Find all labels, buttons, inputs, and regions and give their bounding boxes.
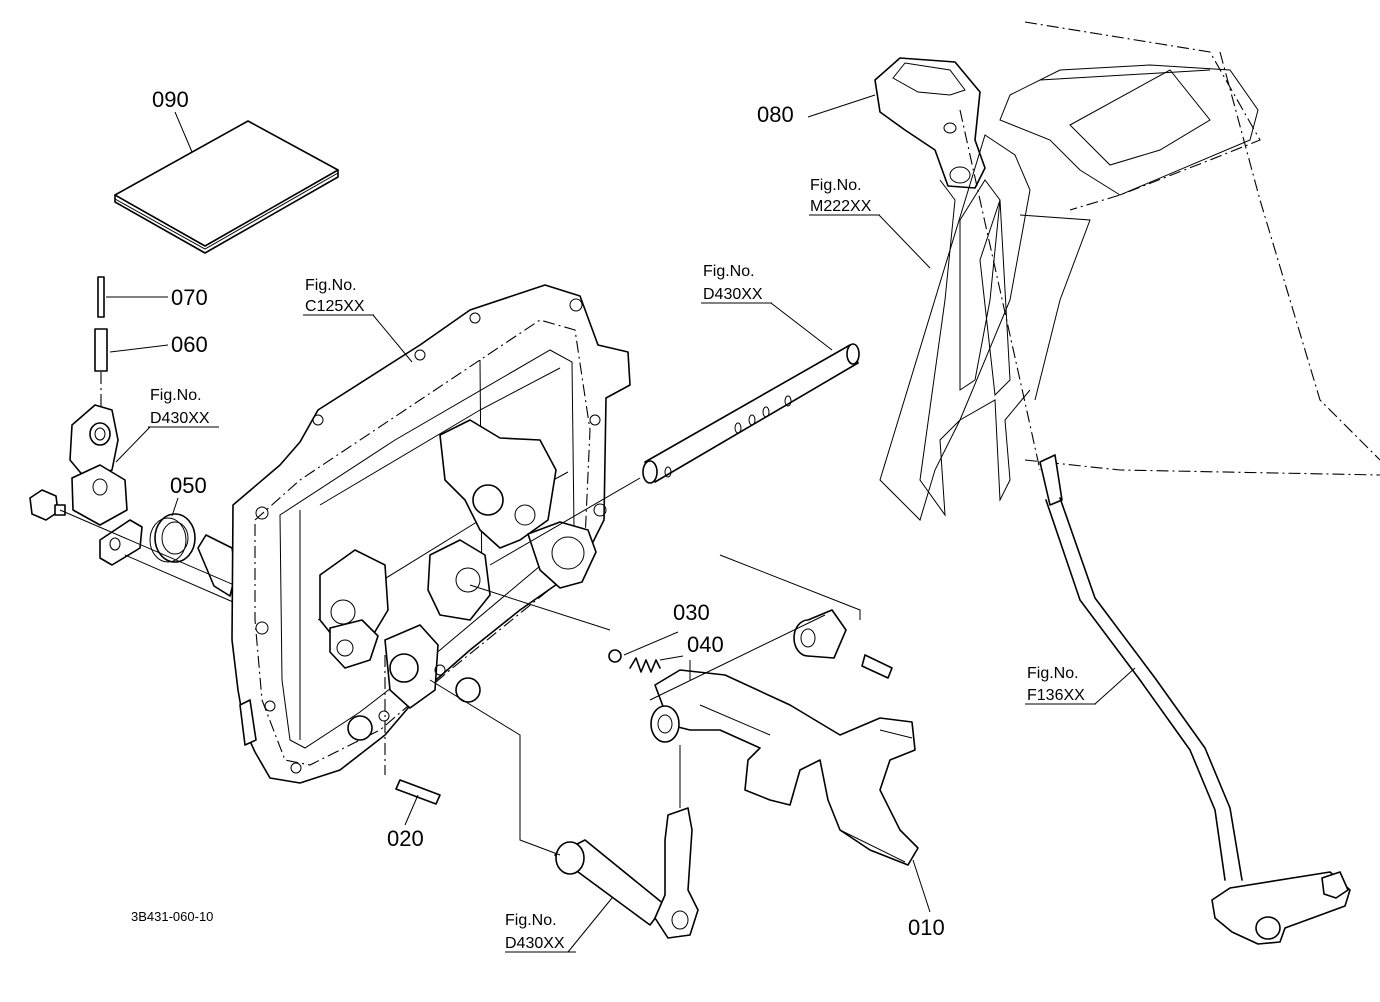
part-060-pin [94, 328, 108, 372]
part-090-manual [114, 120, 339, 254]
fig-no-text: Fig.No. [505, 912, 557, 929]
label-090: 090 [152, 87, 189, 112]
fig-ref-d430xx-upper: Fig.No. D430XX [703, 263, 763, 303]
fig-ref-m222xx: Fig.No. M222XX [810, 177, 872, 215]
fig-ref-d430xx-left: Fig.No. D430XX [150, 387, 210, 427]
part-080-knob [874, 57, 986, 189]
shift-rod-upper [642, 343, 860, 484]
label-050: 050 [170, 473, 207, 498]
fig-no-text: Fig.No. [150, 387, 202, 404]
fig-no-text: Fig.No. [1027, 665, 1079, 682]
fig-code-text: F136XX [1027, 687, 1085, 704]
leader-lines [106, 94, 1136, 953]
fig-ref-c125xx: Fig.No. C125XX [305, 277, 365, 315]
left-bolt [29, 489, 66, 521]
transmission-case [231, 284, 631, 784]
part-030-ball [608, 649, 622, 663]
label-020: 020 [387, 826, 424, 851]
collar-pin [861, 654, 893, 679]
fig-code-text: D430XX [505, 935, 565, 952]
cone-boss [197, 534, 237, 597]
fig-code-text: C125XX [305, 298, 365, 315]
label-070: 070 [171, 285, 208, 310]
part-010-shift-fork [650, 669, 919, 866]
fig-code-text: M222XX [810, 198, 872, 215]
left-arm-bracket [69, 404, 128, 526]
label-030: 030 [673, 600, 710, 625]
diagram-code: 3B431-060-10 [131, 909, 213, 924]
label-040: 040 [687, 632, 724, 657]
lever-guide-panel [879, 21, 1380, 521]
label-010: 010 [908, 915, 945, 940]
fig-code-text: D430XX [703, 286, 763, 303]
part-020-spring-pin [395, 779, 441, 805]
left-plate [99, 519, 143, 566]
fig-ref-f136xx: Fig.No. F136XX [1027, 665, 1085, 704]
shift-rod-right [1039, 454, 1351, 945]
fig-code-text: D430XX [150, 410, 210, 427]
part-040-spring [629, 657, 661, 673]
shift-lever-lower [554, 807, 699, 939]
fig-no-text: Fig.No. [703, 263, 755, 280]
label-060: 060 [171, 332, 208, 357]
fig-ref-d430xx-lower: Fig.No. D430XX [505, 912, 565, 952]
part-070-pin [97, 276, 105, 318]
label-080: 080 [757, 102, 794, 127]
fig-no-text: Fig.No. [810, 177, 862, 194]
fig-no-text: Fig.No. [305, 277, 357, 294]
fork-collar [793, 609, 847, 659]
part-050-oil-seal [149, 513, 196, 563]
